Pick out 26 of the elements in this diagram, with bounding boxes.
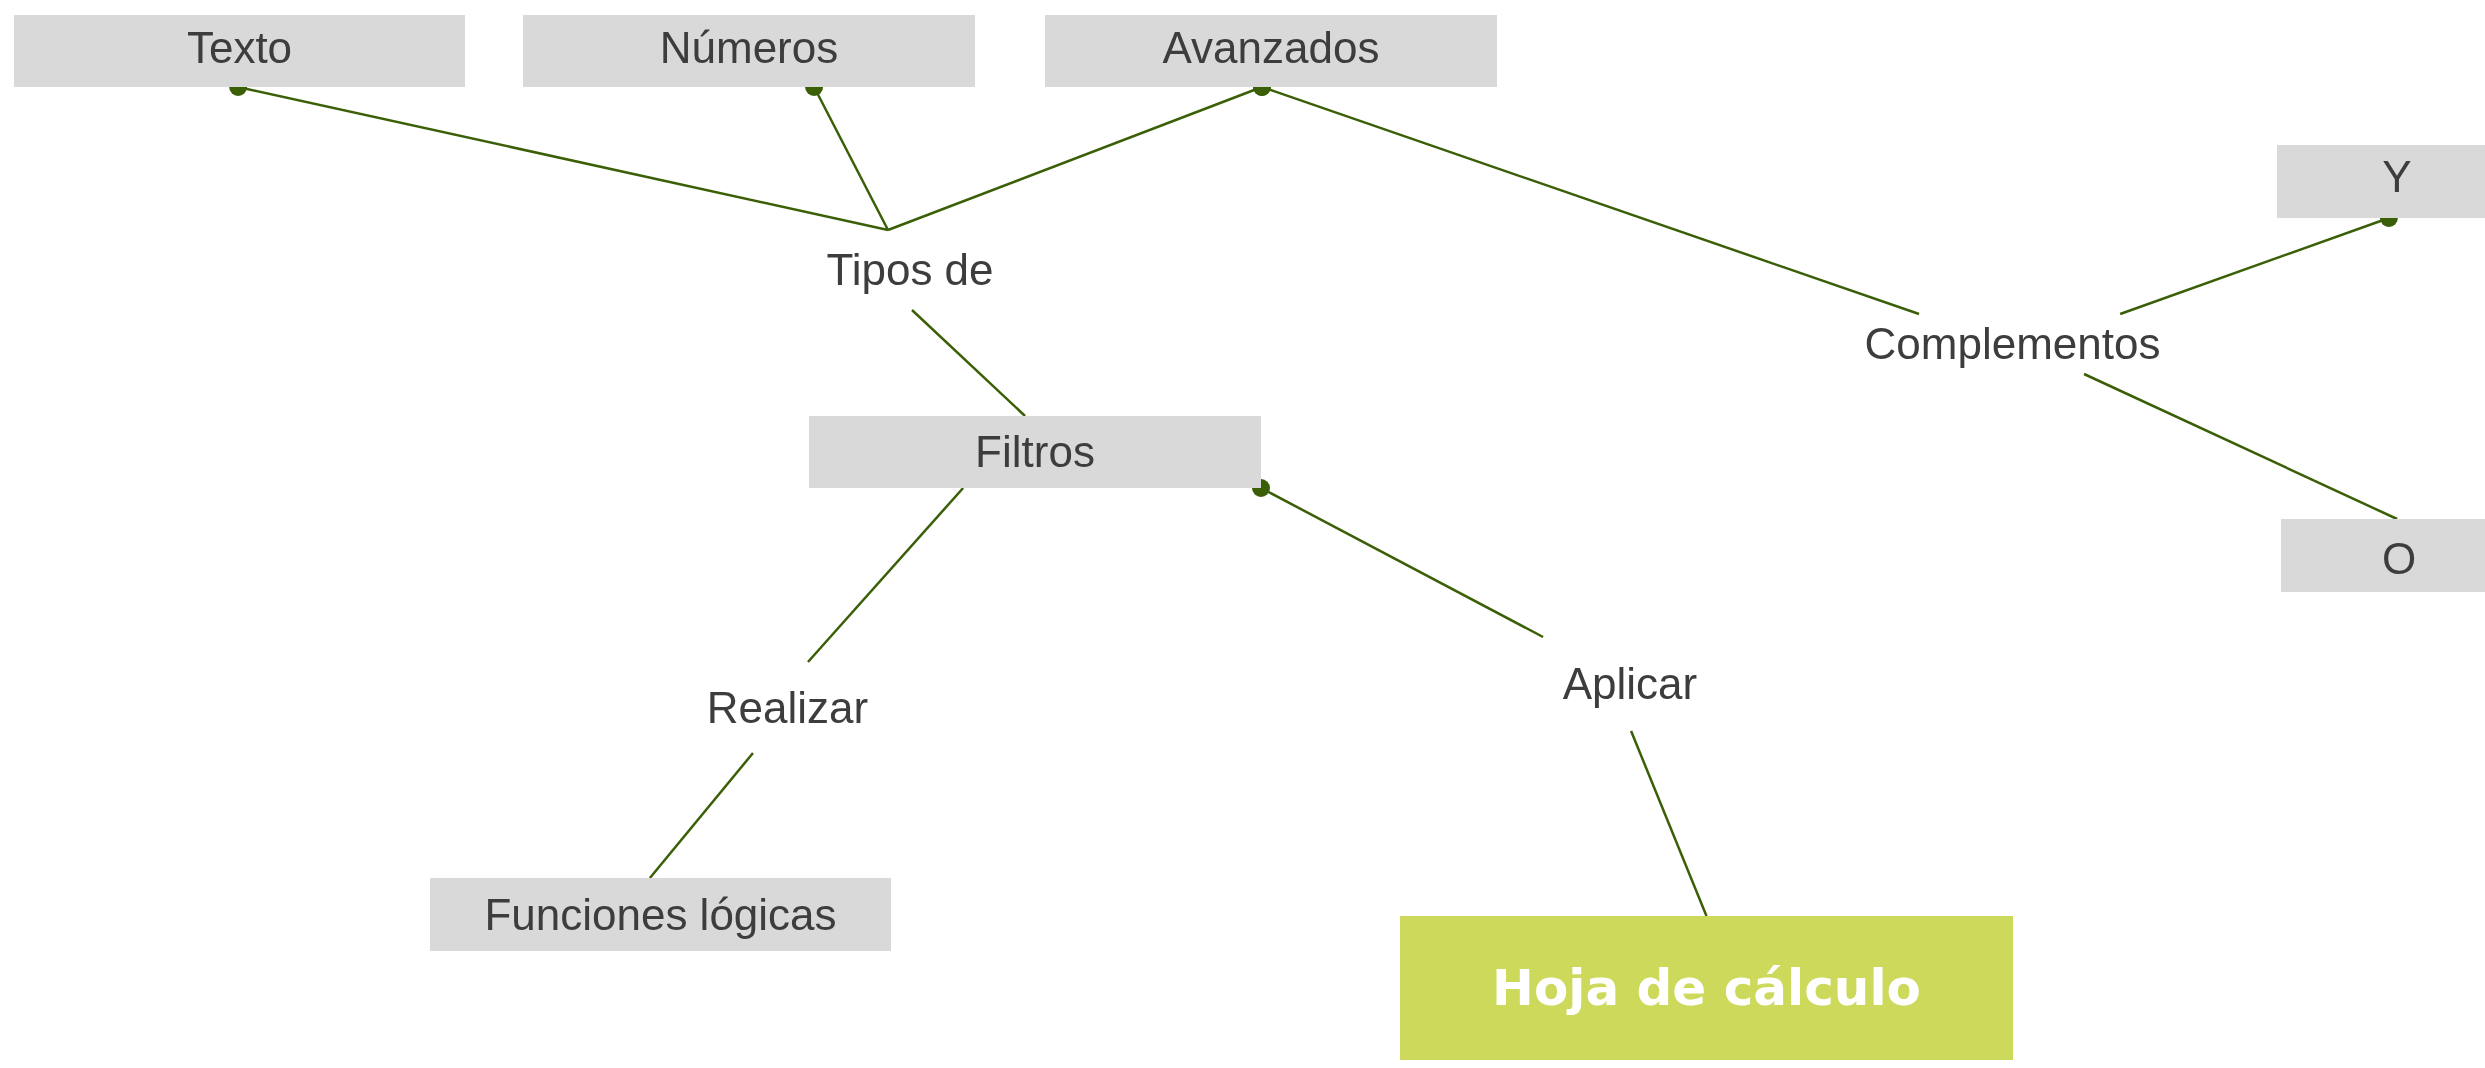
concept-text: Y	[2382, 151, 2412, 202]
concept-label: Aplicar	[1562, 659, 1698, 709]
concept-box	[809, 416, 1261, 488]
main-concept-box	[1400, 916, 2013, 1060]
concept-text: O	[2381, 533, 2417, 584]
concept-label: Complementos	[1864, 319, 2161, 369]
connector-line	[807, 487, 965, 663]
connector-line	[648, 752, 754, 879]
dot-connector	[1252, 479, 1544, 639]
concept-text: Texto	[186, 23, 293, 73]
concept-label: Tipos de	[826, 245, 994, 295]
concept-box	[14, 15, 465, 87]
concept-box	[1045, 15, 1497, 87]
connector-line	[2083, 372, 2398, 521]
concept-text: Funciones lógicas	[484, 889, 837, 940]
concept-text: Filtros	[975, 427, 1095, 477]
concept-text: Hoja de cálculo	[1492, 959, 1921, 1017]
concept-text: Números	[659, 23, 839, 73]
concept-box	[523, 15, 975, 87]
concept-box	[2277, 145, 2485, 218]
concept-text: Avanzados	[1162, 23, 1380, 73]
connector-line	[911, 309, 1026, 417]
concept-label: Realizar	[706, 682, 869, 733]
concept-box	[2281, 519, 2485, 592]
connector-line	[1629, 730, 1708, 917]
concept-box	[430, 878, 891, 951]
